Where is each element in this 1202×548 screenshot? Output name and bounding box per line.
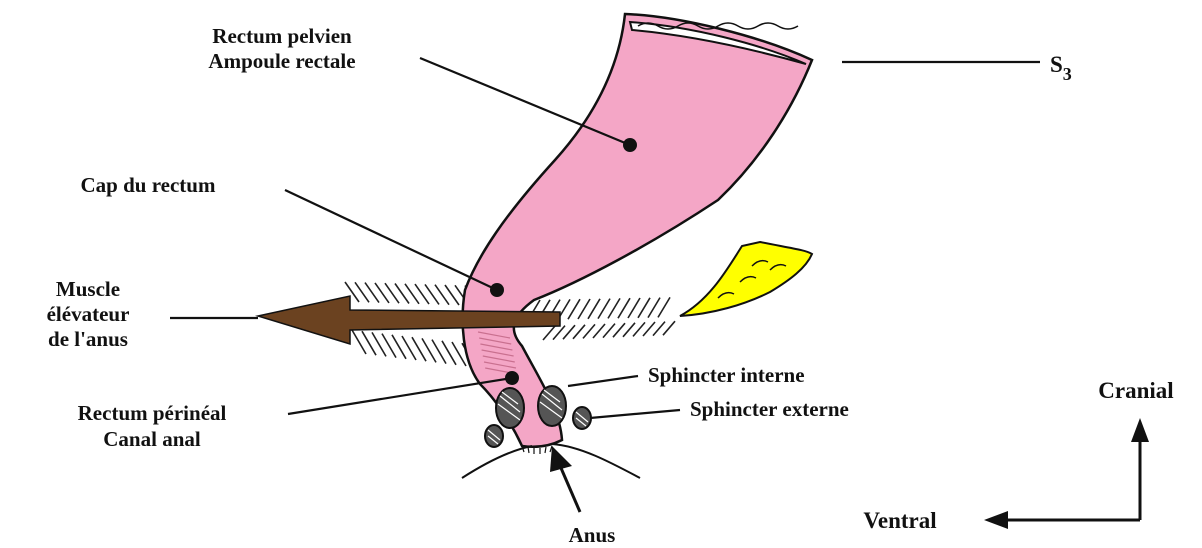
label-rectum-perineal: Rectum périnéal: [78, 401, 227, 425]
dot-rectum-pelvien: [623, 138, 637, 152]
label-ventral: Ventral: [863, 508, 936, 533]
label-muscle-line2: élévateur: [47, 302, 130, 326]
levator-hatch-stroke: [603, 324, 615, 338]
label-rectum-pelvien: Rectum pelvien: [212, 24, 352, 48]
sphincter-interne-left: [496, 388, 524, 428]
levator-hatch-stroke: [578, 299, 590, 319]
levator-hatch-stroke: [623, 323, 635, 337]
dot-cap: [490, 283, 504, 297]
anus-arrow-head: [550, 446, 572, 472]
label-sphincter-interne: Sphincter interne: [648, 363, 805, 387]
sphincter-externe-left: [485, 425, 503, 447]
levator-hatch-stroke: [658, 297, 670, 317]
levator-hatch-stroke: [593, 324, 605, 338]
levator-hatch-stroke: [583, 324, 595, 338]
label-s3: S3: [1050, 52, 1072, 84]
levator-hatch-stroke: [553, 326, 565, 340]
levator-hatch-stroke: [638, 298, 650, 318]
leader-cap: [285, 190, 497, 290]
cranial-arrow-head: [1131, 418, 1149, 442]
levator-hatch-stroke: [598, 299, 610, 319]
levator-hatch-stroke: [613, 323, 625, 337]
levator-hatch-stroke: [628, 298, 640, 318]
label-ampoule-rectale: Ampoule rectale: [208, 49, 355, 73]
levator-hatch-stroke: [663, 321, 675, 335]
levator-hatch-stroke: [648, 298, 660, 318]
leader-sphincter-externe: [590, 410, 680, 418]
levator-hatch-stroke: [573, 325, 585, 339]
leader-sphincter-interne: [568, 376, 638, 386]
label-muscle-line1: Muscle: [56, 277, 120, 301]
levator-hatch-stroke: [543, 326, 555, 340]
levator-hatch-stroke: [643, 322, 655, 336]
label-canal-anal: Canal anal: [103, 427, 201, 451]
label-muscle-line3: de l'anus: [48, 327, 128, 351]
perineum-left-curve: [462, 446, 532, 478]
ventral-arrow-head: [984, 511, 1008, 529]
leader-rectum-perineal: [288, 378, 512, 414]
sphincter-interne-right: [538, 386, 566, 426]
levator-hatch-stroke: [588, 299, 600, 319]
label-anus: Anus: [569, 523, 616, 547]
sphincter-externe-right: [573, 407, 591, 429]
dot-rectum-perineal: [505, 371, 519, 385]
label-cranial: Cranial: [1098, 378, 1173, 403]
anus-arrow-shaft: [561, 468, 580, 512]
levator-hatch-stroke: [618, 298, 630, 318]
levator-hatch-stroke: [563, 325, 575, 339]
label-cap-du-rectum: Cap du rectum: [81, 173, 216, 197]
levator-hatch-stroke: [608, 298, 620, 318]
levator-hatch-stroke: [653, 322, 665, 336]
levator-hatch-stroke: [633, 322, 645, 336]
label-sphincter-externe: Sphincter externe: [690, 397, 849, 421]
coccyx-shape: [680, 242, 812, 316]
levator-hatch-stroke: [568, 299, 580, 319]
